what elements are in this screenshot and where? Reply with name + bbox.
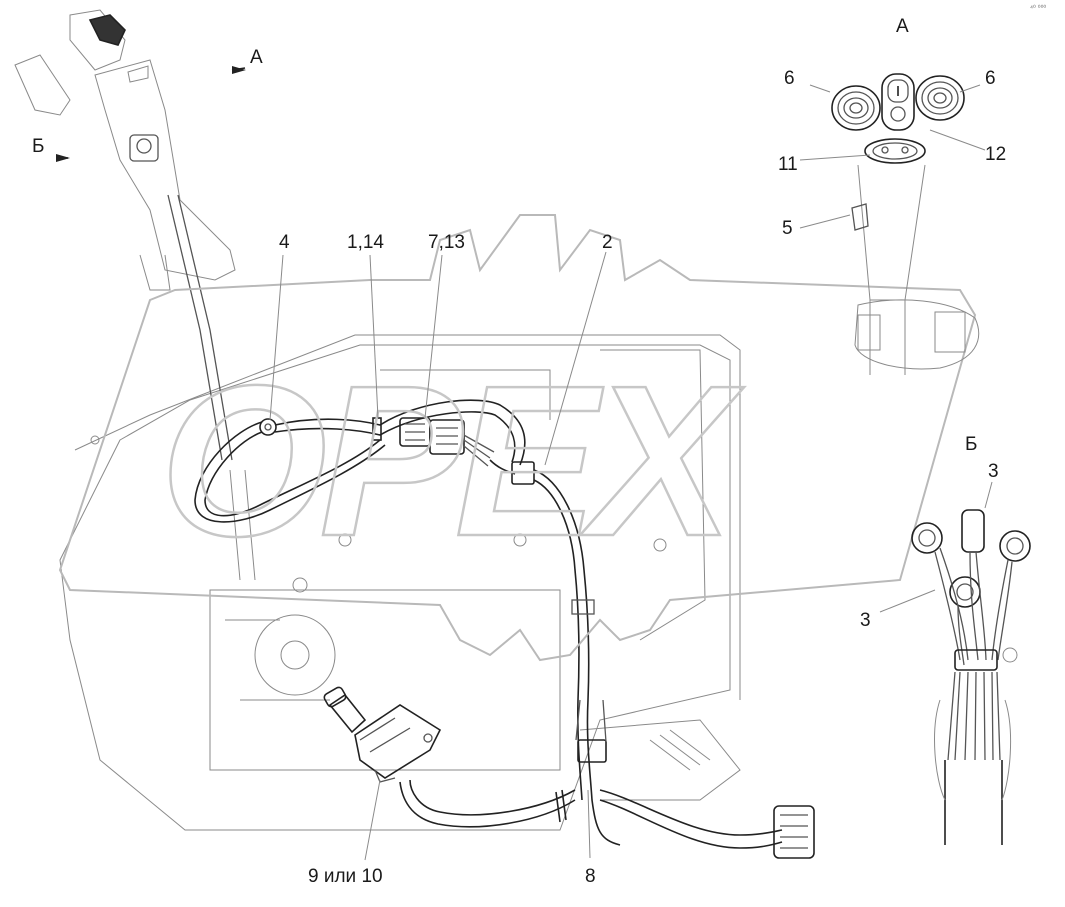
view-b-label-3-top: 3 (988, 461, 999, 482)
cable-clamp (571, 599, 595, 615)
leader-lines (56, 66, 607, 861)
label-8: 8 (585, 866, 596, 887)
cabin-panel-outline (59, 334, 741, 831)
cable-sleeve (577, 739, 607, 763)
view-b-title: Б (965, 434, 977, 455)
view-a-label-12: 12 (985, 144, 1006, 165)
label-2: 2 (602, 232, 613, 253)
detail-view-b: Б 3 3 (860, 434, 1031, 845)
label-7-13: 7,13 (428, 232, 465, 253)
view-b-label-3-left: 3 (860, 610, 871, 631)
cable-clamp (372, 417, 382, 441)
wiring-harness (194, 399, 815, 859)
control-lever (14, 9, 256, 581)
watermark-text: OPEX (160, 340, 745, 581)
watermark: OPEX (58, 214, 977, 662)
end-connector (773, 805, 815, 859)
view-a-label-5: 5 (782, 218, 793, 239)
label-9-or-10: 9 или 10 (308, 866, 383, 887)
view-a-arrow-label: А (250, 47, 263, 68)
corner-mark: ⁴⁰ ⁰⁰⁰ (1030, 4, 1046, 12)
view-b-arrow-label: Б (32, 136, 44, 157)
view-a-label-6-left: 6 (784, 68, 795, 89)
ground-terminal-icon (259, 418, 277, 436)
view-a-label-11: 11 (778, 154, 798, 175)
view-a-label-6-right: 6 (985, 68, 996, 89)
micro-switch (323, 686, 442, 783)
label-1-14: 1,14 (347, 232, 384, 253)
detail-view-a: А 6 6 11 12 5 (778, 16, 1006, 375)
view-a-title: А (896, 16, 909, 37)
label-4: 4 (279, 232, 290, 253)
